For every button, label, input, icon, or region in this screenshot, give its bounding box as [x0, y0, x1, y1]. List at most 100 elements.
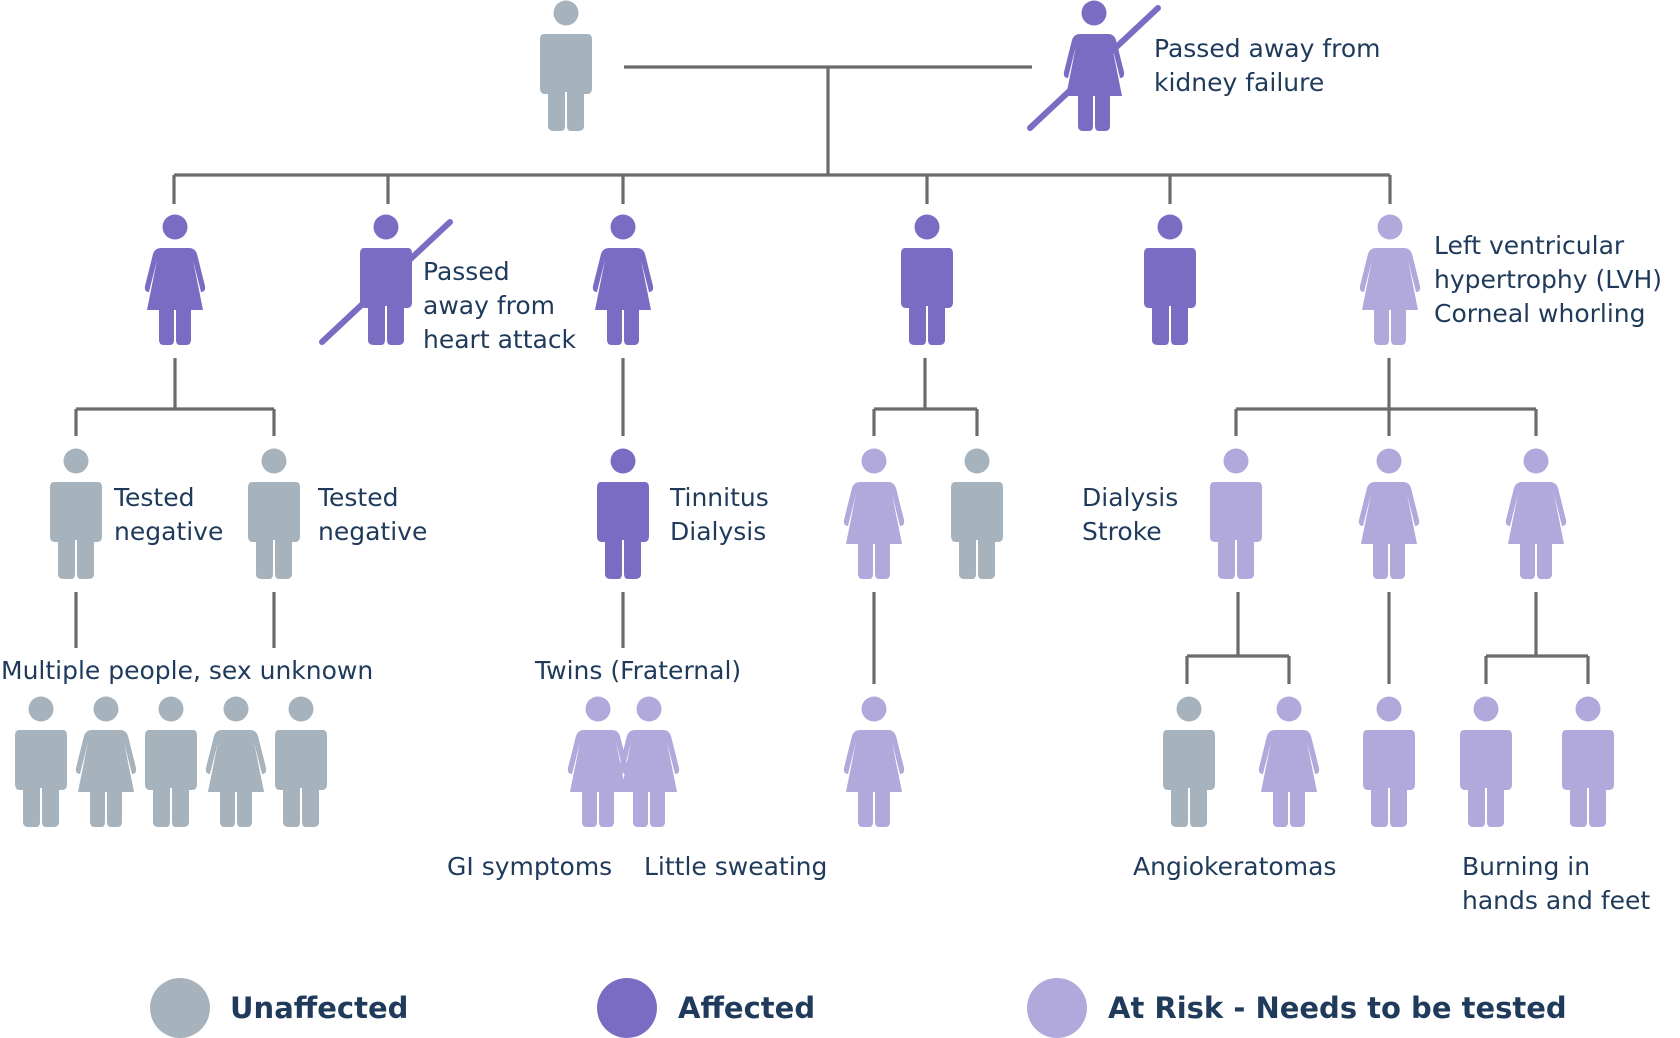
male-figure-icon — [1460, 730, 1512, 827]
person-g2-child1 — [144, 214, 206, 345]
family-members — [15, 0, 1614, 827]
male-figure-icon — [1163, 730, 1215, 827]
tested-note-2-line2: negative — [318, 517, 428, 546]
person-g1-grandfather — [540, 0, 592, 131]
person-head — [861, 448, 887, 474]
person-g4-d3b — [1562, 696, 1614, 827]
person-head — [1176, 696, 1202, 722]
person-g4-twin1 — [567, 696, 629, 827]
male-figure-icon — [540, 34, 592, 131]
tested-negative-note-1: Tested negative — [114, 481, 223, 549]
person-head — [1575, 696, 1601, 722]
person-g3-c2 — [951, 448, 1003, 579]
child6-note: Left ventricular hypertrophy (LVH) Corne… — [1434, 229, 1662, 331]
female-figure-icon — [1258, 730, 1320, 827]
child6-note-line3: Corneal whorling — [1434, 299, 1646, 328]
person-head — [162, 214, 188, 240]
person-g4-d3a — [1460, 696, 1512, 827]
male-figure-icon — [1210, 482, 1262, 579]
dialysis-note-line1: Dialysis — [1082, 483, 1179, 512]
burning-note-line1: Burning in — [1462, 852, 1591, 881]
person-head — [223, 696, 249, 722]
grandmother-note-line2: kidney failure — [1154, 68, 1325, 97]
female-figure-icon — [567, 730, 629, 827]
dialysis-note: Dialysis Stroke — [1082, 481, 1178, 549]
gi-symptoms-label: GI symptoms — [447, 852, 613, 881]
female-figure-icon — [1359, 248, 1421, 345]
tested-note-1-line1: Tested — [114, 483, 195, 512]
female-figure-icon — [1063, 34, 1125, 131]
female-figure-icon — [843, 730, 905, 827]
person-head — [28, 696, 54, 722]
person-head — [610, 448, 636, 474]
male-figure-icon — [275, 730, 327, 827]
person-head — [63, 448, 89, 474]
legend-unaffected-label: Unaffected — [230, 991, 409, 1025]
female-figure-icon — [1358, 482, 1420, 579]
person-g3-a1 — [50, 448, 102, 579]
male-figure-icon — [145, 730, 197, 827]
legend-at-risk-swatch — [1027, 978, 1087, 1038]
person-head — [636, 696, 662, 722]
deceased-slash-icon — [319, 219, 453, 345]
multiple-people-label: Multiple people, sex unknown — [1, 656, 374, 685]
tinnitus-note-line2: Dialysis — [670, 517, 767, 546]
burning-note-line2: hands and feet — [1462, 886, 1651, 915]
tested-note-2-line1: Tested — [318, 483, 399, 512]
legend-unaffected-swatch — [150, 978, 210, 1038]
male-figure-icon — [15, 730, 67, 827]
person-g3-b1 — [597, 448, 649, 579]
deceased-slash-icon — [1027, 5, 1161, 131]
male-figure-icon — [597, 482, 649, 579]
person-head — [1377, 214, 1403, 240]
person-head — [585, 696, 611, 722]
person-g4-c1child — [843, 696, 905, 827]
male-figure-icon — [1363, 730, 1415, 827]
tinnitus-note: Tinnitus Dialysis — [670, 481, 769, 549]
person-g4-m3 — [145, 696, 197, 827]
dialysis-note-line2: Stroke — [1082, 517, 1162, 546]
person-head — [610, 214, 636, 240]
tested-negative-note-2: Tested negative — [318, 481, 427, 549]
person-g4-m2 — [75, 696, 137, 827]
tinnitus-note-line1: Tinnitus — [670, 483, 769, 512]
burning-note: Burning in hands and feet — [1462, 850, 1650, 918]
person-head — [1473, 696, 1499, 722]
person-head — [1376, 696, 1402, 722]
person-head — [1523, 448, 1549, 474]
person-g4-d1b — [1258, 696, 1320, 827]
female-figure-icon — [1505, 482, 1567, 579]
person-head — [1276, 696, 1302, 722]
person-g4-twin2 — [618, 696, 680, 827]
child6-note-line1: Left ventricular — [1434, 231, 1625, 260]
person-head — [1081, 0, 1107, 26]
person-g3-d2 — [1358, 448, 1420, 579]
person-g2-child4 — [901, 214, 953, 345]
child2-note: Passed away from heart attack — [423, 255, 576, 357]
person-g2-child2 — [319, 214, 453, 345]
person-g4-m4 — [205, 696, 267, 827]
female-figure-icon — [144, 248, 206, 345]
person-g3-d3 — [1505, 448, 1567, 579]
person-g1-grandmother — [1027, 0, 1161, 131]
person-head — [914, 214, 940, 240]
child6-note-line2: hypertrophy (LVH) — [1434, 265, 1663, 294]
legend-affected-swatch — [597, 978, 657, 1038]
person-head — [373, 214, 399, 240]
legend-affected-label: Affected — [678, 991, 816, 1025]
female-figure-icon — [592, 248, 654, 345]
person-g4-m5 — [275, 696, 327, 827]
male-figure-icon — [951, 482, 1003, 579]
person-g4-d2a — [1363, 696, 1415, 827]
person-g3-c1 — [843, 448, 905, 579]
female-figure-icon — [205, 730, 267, 827]
male-figure-icon — [901, 248, 953, 345]
grandmother-note: Passed away from kidney failure — [1154, 32, 1381, 100]
person-g3-a2 — [248, 448, 300, 579]
male-figure-icon — [1144, 248, 1196, 345]
person-head — [288, 696, 314, 722]
person-head — [158, 696, 184, 722]
legend-at-risk-label: At Risk - Needs to be tested — [1108, 991, 1567, 1025]
little-sweating-label: Little sweating — [644, 852, 828, 881]
